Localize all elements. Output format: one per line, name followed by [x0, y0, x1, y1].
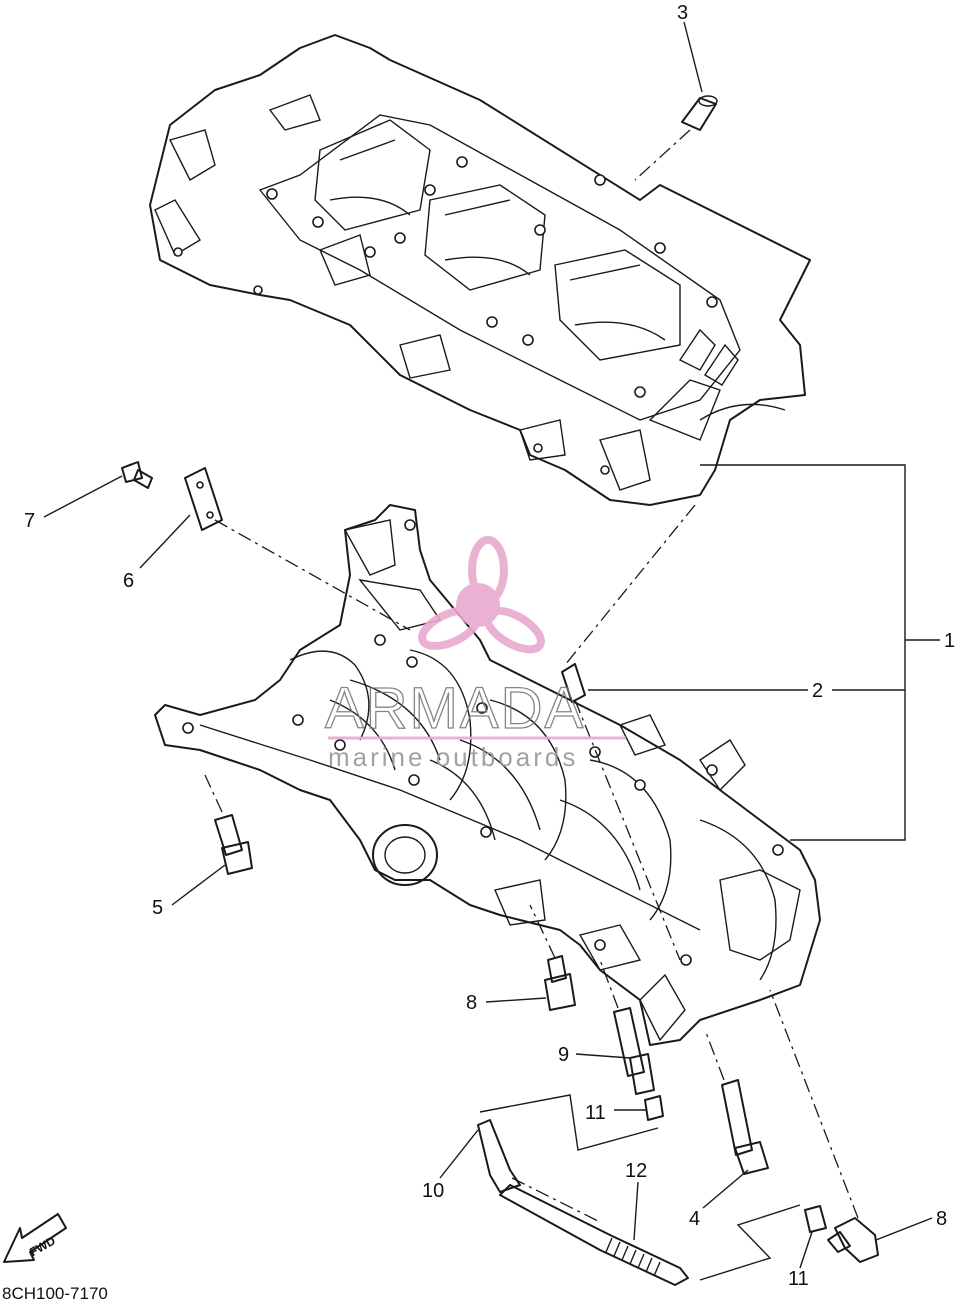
- watermark-brand: ARMADA: [325, 676, 585, 741]
- callout-3: 3: [677, 2, 688, 24]
- forward-direction-arrow: FWD: [3, 1213, 67, 1263]
- callout-9: 9: [558, 1044, 569, 1066]
- leader-lines: [43, 21, 940, 1281]
- callout-10: 10: [422, 1180, 444, 1202]
- upper-crankcase-drawing: [149, 34, 811, 506]
- drawing-code: 8CH100-7170: [2, 1284, 108, 1302]
- callout-7: 7: [24, 510, 35, 532]
- lower-crankcase-drawing: [154, 504, 821, 1046]
- callout-6: 6: [123, 570, 134, 592]
- watermark-tagline: marine outboards: [328, 742, 578, 772]
- callout-11-lower: 11: [788, 1268, 809, 1290]
- callout-5: 5: [152, 897, 163, 919]
- armada-watermark: ARMADA marine outboards: [324, 536, 626, 772]
- propeller-logo-icon: [418, 536, 545, 654]
- callout-2: 2: [812, 680, 823, 702]
- parts-drawing: [121, 95, 879, 1286]
- callout-11-upper: 11: [585, 1102, 606, 1124]
- callout-12: 12: [625, 1160, 647, 1182]
- callout-4: 4: [689, 1208, 700, 1230]
- callout-8-upper: 8: [466, 992, 477, 1014]
- callout-1: 1: [944, 630, 955, 652]
- callout-8-lower: 8: [936, 1208, 947, 1230]
